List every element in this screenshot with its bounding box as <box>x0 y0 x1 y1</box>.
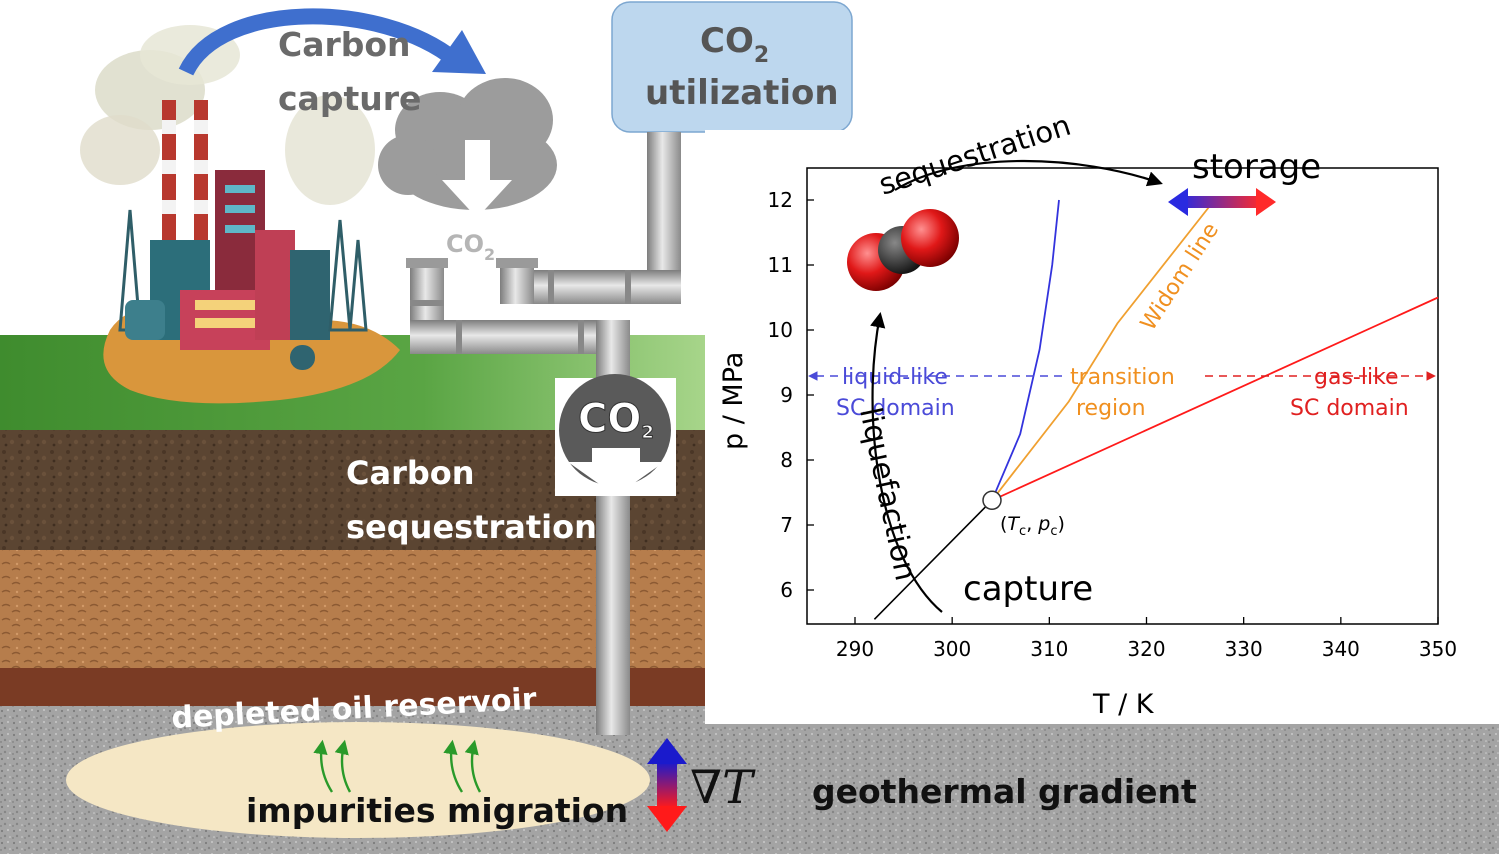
impurities-label: impurities migration <box>246 791 628 830</box>
capture-label: capture <box>963 569 1093 609</box>
cloud-co2-label: CO2 <box>446 230 495 264</box>
gas-like-domain: SC domain <box>1290 396 1409 421</box>
phase-diagram-chart: 290 300 310 320 330 340 350 6 7 8 9 10 11 12 liquid-l… <box>705 108 1499 724</box>
carbon-capture-line1: Carbon <box>278 25 411 64</box>
y-axis-label: p / MPa <box>718 352 749 450</box>
capture-arrow-head <box>432 30 486 74</box>
utilization-co2: CO2 <box>700 21 769 68</box>
transition-label: transition <box>1070 365 1175 390</box>
gradient-label: geothermal gradient <box>812 772 1197 811</box>
liquid-like-label: liquid-like <box>842 365 948 390</box>
carbon-capture-line2: capture <box>278 79 421 118</box>
co2-cloud <box>378 78 557 218</box>
x-axis-label: T / K <box>1092 689 1155 720</box>
chart-panel <box>705 130 1499 724</box>
x-tick-label: 330 <box>1225 637 1263 661</box>
x-tick-label: 340 <box>1322 637 1360 661</box>
sand-layer <box>0 550 705 668</box>
widom-line <box>991 199 1216 501</box>
x-tick-label: 310 <box>1030 637 1068 661</box>
y-tick-label: 7 <box>780 513 793 537</box>
cloud-down-arrow <box>442 140 512 218</box>
sequestration-arrow <box>894 159 1163 191</box>
clay-layer <box>0 668 705 706</box>
y-tick-label: 8 <box>780 448 793 472</box>
critical-point-label: (Tc, pc) <box>1000 513 1065 539</box>
x-tick-label: 350 <box>1419 637 1457 661</box>
liquefaction-arrow <box>870 311 943 613</box>
gas-like-label: gas-like <box>1314 365 1399 390</box>
impurity-arrows <box>313 739 482 793</box>
well-down-arrow <box>568 448 664 496</box>
y-tick-label: 10 <box>768 318 793 342</box>
factory-illustration <box>80 25 401 404</box>
storage-label: storage <box>1192 147 1321 187</box>
capture-arc-arrow <box>178 8 460 76</box>
plot-frame <box>806 167 1439 625</box>
oil-reservoir <box>66 722 650 838</box>
gradient-symbol: ∇T <box>690 760 756 814</box>
sequestration-line2: sequestration <box>346 508 597 546</box>
transition-region: region <box>1076 396 1146 421</box>
y-tick-label: 9 <box>780 383 793 407</box>
critical-point-marker <box>982 490 1002 511</box>
liquid-side-line <box>991 199 1060 501</box>
x-tick-label: 320 <box>1127 637 1165 661</box>
utilization-label: utilization <box>645 73 839 113</box>
rock-layer-right <box>705 724 1499 854</box>
x-tick-label: 300 <box>933 637 971 661</box>
y-tick-label: 11 <box>768 253 793 277</box>
gas-side-line <box>991 296 1439 502</box>
y-tick-label: 6 <box>780 578 793 602</box>
temperature-gradient-arrow <box>647 738 687 832</box>
storage-double-arrow <box>1168 188 1276 216</box>
co2-molecule <box>847 209 959 291</box>
x-tick-label: 290 <box>836 637 874 661</box>
y-tick-label: 12 <box>768 188 793 212</box>
liquid-like-domain: SC domain <box>836 396 955 421</box>
sequestration-line1: Carbon <box>346 454 475 492</box>
axis-ticks: 290 300 310 320 330 340 350 6 7 8 9 10 11 12 <box>768 188 1458 661</box>
well-co2-label: CO2 <box>578 396 654 443</box>
phase-curves <box>873 199 1439 620</box>
melting-coexistence-line <box>873 499 993 620</box>
well-co2-circle <box>559 374 671 486</box>
